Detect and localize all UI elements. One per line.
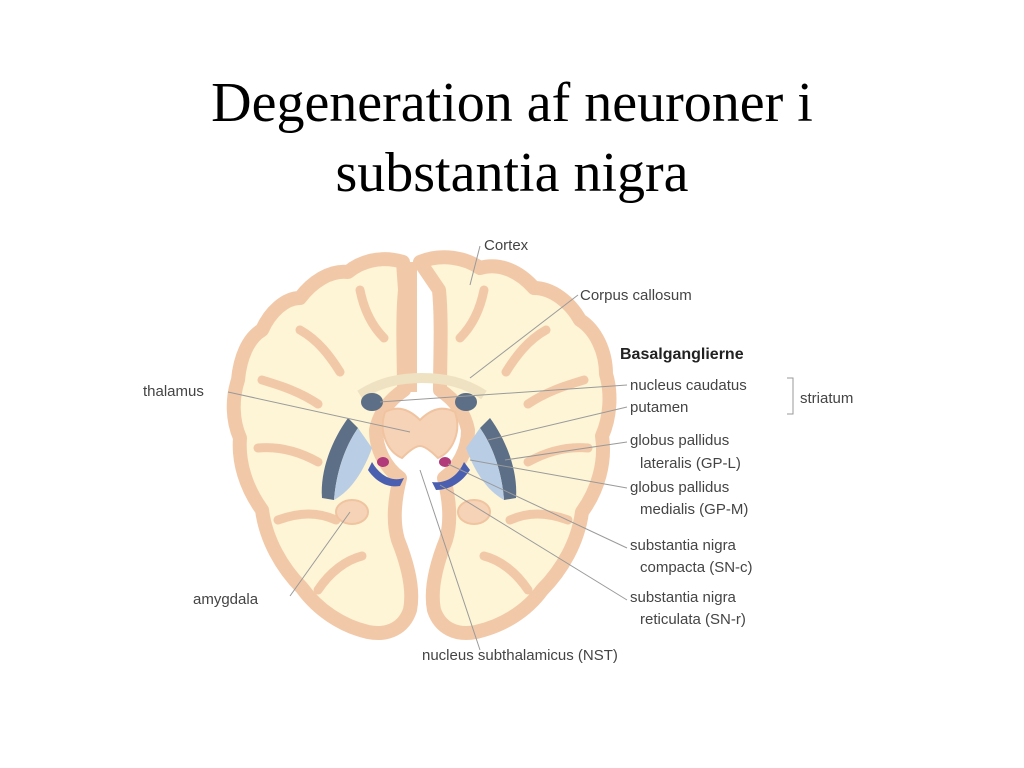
- label-nucleus-subthalamicus: nucleus subthalamicus (NST): [422, 647, 618, 664]
- right-amygdala: [457, 499, 491, 525]
- right-sn-compacta: [439, 457, 451, 467]
- label-corpus-callosum: Corpus callosum: [580, 287, 692, 304]
- right-hemisphere: [413, 250, 617, 640]
- left-sn-compacta: [377, 457, 389, 467]
- left-substantia-nigra: [368, 462, 404, 487]
- left-putamen: [321, 418, 358, 500]
- left-caudate: [361, 393, 383, 411]
- title-line-2: substantia nigra: [335, 142, 689, 204]
- right-caudate: [455, 393, 477, 411]
- title-line-1: Degeneration af neuroner i: [211, 72, 813, 134]
- label-nucleus-caudatus: nucleus caudatus: [630, 377, 747, 394]
- brain-section: [226, 250, 617, 640]
- corpus-callosum: [357, 372, 487, 400]
- diagram-labels: Cortex Corpus callosum Basalganglierne n…: [143, 237, 853, 664]
- amygdala: [335, 499, 369, 525]
- left-hemisphere: [226, 252, 419, 640]
- right-substantia-nigra: [432, 462, 470, 490]
- label-thalamus: thalamus: [143, 383, 204, 400]
- left-globus-pallidus: [334, 428, 372, 500]
- label-basalganglierne: Basalganglierne: [620, 346, 744, 363]
- label-gp-l-line1: globus pallidus: [630, 432, 729, 449]
- leader-lines: [227, 245, 794, 651]
- label-sn-r-line2: reticulata (SN-r): [640, 611, 746, 628]
- label-putamen: putamen: [630, 399, 688, 416]
- right-globus-pallidus: [466, 428, 504, 500]
- label-gp-l-line2: lateralis (GP-L): [640, 455, 741, 472]
- thalamus: [381, 407, 459, 460]
- label-cortex: Cortex: [484, 237, 529, 254]
- label-amygdala: amygdala: [193, 591, 259, 608]
- label-gp-m-line2: medialis (GP-M): [640, 501, 748, 518]
- label-sn-r-line1: substantia nigra: [630, 589, 737, 606]
- label-sn-c-line2: compacta (SN-c): [640, 559, 753, 576]
- slide-title: Degeneration af neuroner i substantia ni…: [0, 68, 1024, 208]
- label-striatum: striatum: [800, 390, 853, 407]
- label-gp-m-line1: globus pallidus: [630, 479, 729, 496]
- right-putamen: [480, 418, 517, 500]
- label-sn-c-line1: substantia nigra: [630, 537, 737, 554]
